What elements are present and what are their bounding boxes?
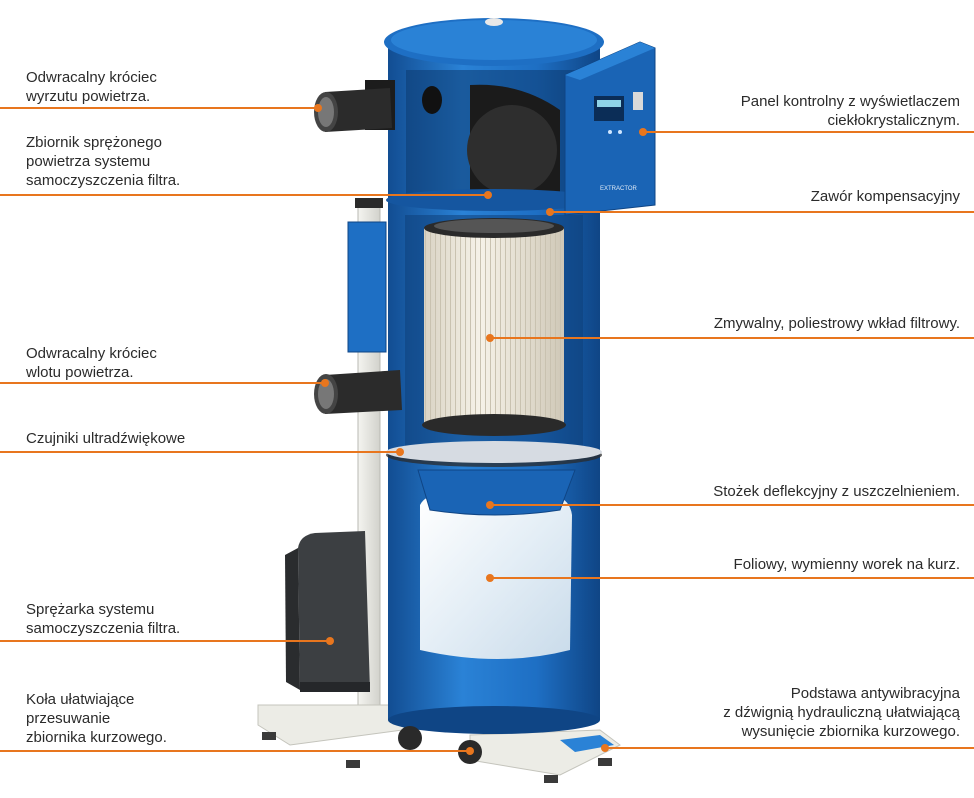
label-filter: Zmywalny, poliestrowy wkład filtrowy.	[713, 315, 960, 332]
label-compressor: Sprężarka systemu samoczyszczenia filtra…	[26, 601, 181, 637]
label-outlet: Odwracalny króciec wyrzutu powietrza.	[26, 69, 157, 105]
label-base: Podstawa antywibracyjna z dźwignią hydra…	[723, 685, 960, 740]
label-cone: Stożek deflekcyjny z uszczelnieniem.	[713, 483, 960, 500]
label-bag: Foliowy, wymienny worek na kurz.	[733, 556, 960, 573]
brand-logo-text: EXTRACTOR	[600, 186, 638, 192]
leader-dots	[314, 104, 647, 755]
control-panel-box: EXTRACTOR	[564, 41, 656, 216]
wheels-and-feet	[262, 726, 614, 783]
inlet-pipe	[314, 370, 402, 414]
label-air-tank: Zbiornik sprężonego powietrza systemu sa…	[26, 134, 181, 189]
label-valve: Zawór kompensacyjny	[810, 188, 960, 205]
dust-bin	[388, 455, 600, 734]
filter-cartridge	[422, 218, 566, 436]
compressor-unit	[285, 531, 370, 692]
label-wheels: Koła ułatwiające przesuwanie zbiornika k…	[26, 691, 167, 746]
label-sensors: Czujniki ultradźwiękowe	[26, 430, 186, 447]
leader-lines	[0, 107, 974, 752]
top-housing	[384, 18, 604, 211]
label-inlet: Odwracalny króciec wlotu powietrza.	[26, 345, 157, 381]
label-control-panel: Panel kontrolny z wyświetlaczem ciekłokr…	[740, 93, 960, 129]
outlet-pipe	[314, 80, 442, 132]
